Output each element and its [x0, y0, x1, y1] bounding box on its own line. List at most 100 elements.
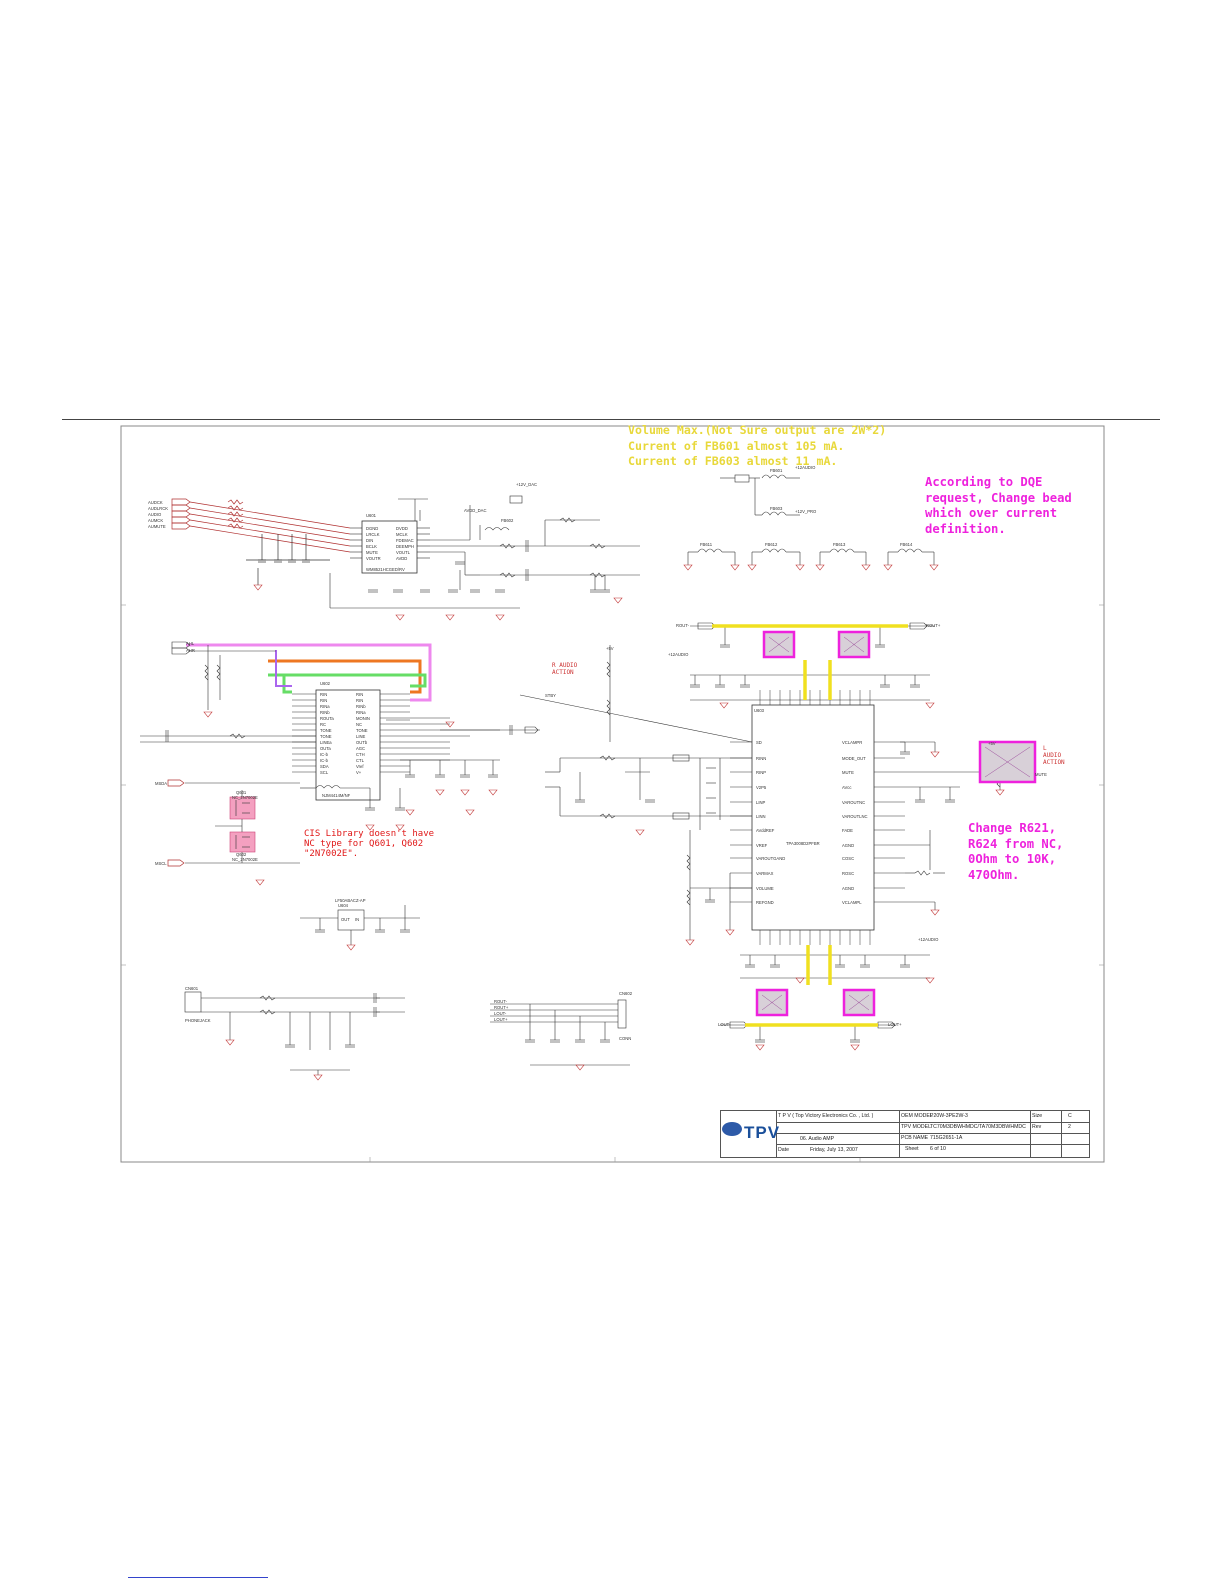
- amp-top-pins: [759, 690, 871, 705]
- q601-ref: Q601: [236, 790, 247, 795]
- tpv-logo: [722, 1122, 742, 1136]
- tb-size: C: [1068, 1113, 1072, 1119]
- svg-text:CTH: CTH: [356, 752, 365, 757]
- dac-output-caps-right: [590, 575, 610, 593]
- phone-jack-circuit: [184, 991, 405, 1075]
- svg-text:RIN: RIN: [320, 692, 327, 697]
- svg-text:AGND: AGND: [842, 843, 854, 848]
- svg-text:RINP: RINP: [756, 770, 766, 775]
- audio-input-net-4: AUMUTE: [148, 524, 166, 529]
- net-rout-minus: ROUT-: [676, 623, 690, 628]
- svg-text:LINN: LINN: [756, 814, 766, 819]
- net-stby: STBY: [545, 693, 556, 698]
- fb603-label: FB603: [770, 506, 783, 511]
- svg-text:REFGND: REFGND: [756, 900, 774, 905]
- svg-text:FDEMAC: FDEMAC: [396, 538, 414, 543]
- svg-text:AGC: AGC: [356, 746, 365, 751]
- q602-transistor: [185, 819, 300, 864]
- svg-text:VOUTL: VOUTL: [396, 550, 411, 555]
- ldo-part-label: LF50ABACZ-AP: [335, 898, 366, 903]
- audio-input-net-1: AUDLRCK: [148, 506, 168, 511]
- svg-text:OUTa: OUTa: [320, 746, 331, 751]
- dac-bottom-caps: [329, 561, 520, 609]
- svg-text:VAROUTLNC: VAROUTLNC: [842, 814, 868, 819]
- net-mscl: MSCL: [155, 861, 167, 866]
- svg-text:RINN: RINN: [756, 756, 766, 761]
- q602-ref: Q602: [236, 852, 247, 857]
- svg-text:VOUTR: VOUTR: [366, 556, 381, 561]
- svg-text:RIN: RIN: [356, 692, 363, 697]
- footer-link-underline: [128, 1577, 268, 1578]
- ldo-circuit: [300, 905, 420, 945]
- net-rout-p: ROUT+: [494, 1005, 509, 1010]
- svg-text:RINb: RINb: [356, 704, 366, 709]
- dac-input-caps: [246, 534, 330, 585]
- net-rout-n: ROUT-: [494, 999, 508, 1004]
- opamp-part-label: NJM4414M/NF: [322, 793, 351, 798]
- svg-text:AVddREF: AVddREF: [756, 828, 775, 833]
- sheet-border: [120, 425, 1105, 1163]
- net-lout-minus: LOUT-: [718, 1022, 731, 1027]
- tb-sheet-of: 6 of 10: [930, 1146, 946, 1152]
- tb-sheet-label: Sheet: [905, 1146, 919, 1152]
- amp-bead-highlights: [755, 630, 876, 1017]
- opamp-ref-label: U602: [320, 681, 331, 686]
- tb-oem-model: P20W-3PE2W-3: [930, 1113, 968, 1119]
- svg-text:OUTb: OUTb: [356, 740, 368, 745]
- highlight-wire-green: [268, 673, 427, 694]
- dac-ref-label: U601: [366, 513, 377, 518]
- tb-pcb-label: PCB NAME: [901, 1135, 929, 1141]
- svg-text:MUTE: MUTE: [366, 550, 378, 555]
- tb-rev: 2: [1068, 1124, 1071, 1130]
- svg-text:RIN: RIN: [320, 698, 327, 703]
- amp-yellow-highlights: [712, 624, 908, 1027]
- ferrite-bead-group: [687, 474, 935, 565]
- tpv-logo-text: TPV: [744, 1123, 781, 1142]
- fb601-label: FB601: [770, 468, 783, 473]
- amp-bottom-decoupling: [740, 954, 930, 979]
- jack-ref-label: CN601: [185, 986, 199, 991]
- svg-text:RC: RC: [320, 722, 326, 727]
- net-5v-r: +5V: [606, 646, 614, 651]
- svg-text:RINa: RINa: [356, 710, 366, 715]
- amp-ref-label: U603: [754, 708, 765, 713]
- change-note: Change R621, R624 from NC, 0Ohm to 10K, …: [968, 821, 1064, 882]
- input-resistors: [227, 499, 244, 529]
- tb-sheet-title: 06. Audio AMP: [800, 1136, 835, 1142]
- net-12v-dac: +12V_DAC: [516, 482, 537, 487]
- amp-top-decoupling: [690, 674, 930, 701]
- svg-text:AVcc: AVcc: [842, 785, 851, 790]
- audio-input-net-3: AUMCK: [148, 518, 163, 523]
- svg-text:LINEa: LINEa: [320, 740, 332, 745]
- dac-ic-body: [361, 520, 418, 574]
- net-ahr: AHR: [186, 648, 195, 653]
- svg-text:VAROUTGAND: VAROUTGAND: [756, 856, 785, 861]
- net-mute: MUTE: [1035, 772, 1047, 777]
- svg-text:TONE: TONE: [320, 728, 332, 733]
- svg-text:MCLK: MCLK: [396, 532, 408, 537]
- border-ticks: [121, 604, 1104, 1162]
- svg-text:VAROUTNC: VAROUTNC: [842, 800, 865, 805]
- ldo-ref-label: U604: [338, 903, 349, 908]
- amp-right-pins: [874, 741, 980, 903]
- output-connector: [490, 999, 630, 1066]
- opamp-io-lines: [140, 641, 540, 811]
- svg-text:SCL: SCL: [320, 770, 329, 775]
- amp-bead-hatch: [761, 636, 870, 1011]
- cis-note: CIS Library doesn't have NC type for Q60…: [304, 829, 435, 859]
- dqe-note: According to DQE request, Change bead wh…: [925, 475, 1072, 536]
- net-lout-plus: LOUT+: [888, 1022, 902, 1027]
- svg-text:BCLK: BCLK: [366, 544, 377, 549]
- conn-ref-label: CN602: [619, 991, 633, 996]
- net-lout-n: LOUT-: [494, 1011, 507, 1016]
- svg-text:NC: NC: [356, 722, 362, 727]
- svg-text:IC-b: IC-b: [320, 758, 329, 763]
- svg-text:AGND: AGND: [842, 886, 854, 891]
- svg-text:ROUTa: ROUTa: [320, 716, 334, 721]
- svg-text:FB612: FB612: [765, 542, 778, 547]
- tb-date: Friday, July 13, 2007: [810, 1147, 858, 1153]
